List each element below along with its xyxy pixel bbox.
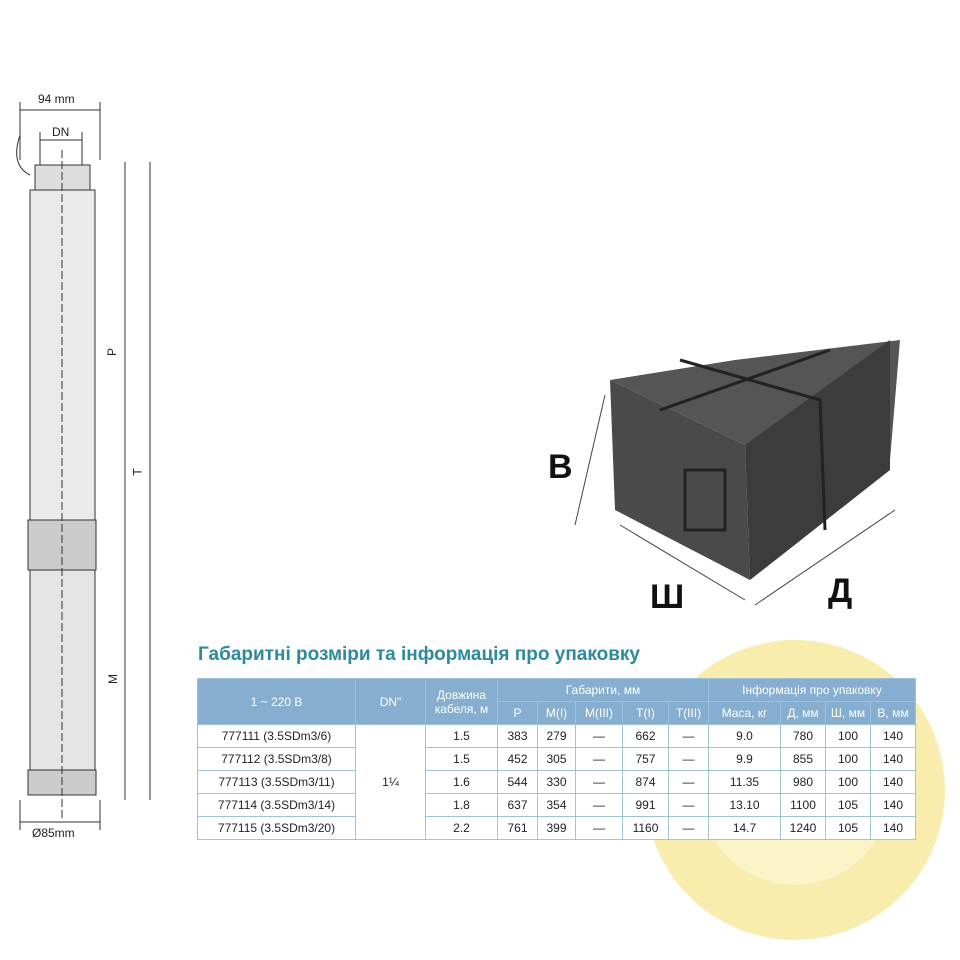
cable-cell: 2.2 bbox=[425, 816, 498, 840]
value-cell: 100 bbox=[825, 747, 871, 771]
value-cell: 279 bbox=[537, 724, 576, 748]
value-cell: 1240 bbox=[780, 816, 826, 840]
box-width-label: Ш bbox=[650, 578, 685, 616]
cable-cell: 1.6 bbox=[425, 770, 498, 794]
value-cell: 980 bbox=[780, 770, 826, 794]
value-cell: 761 bbox=[497, 816, 538, 840]
package-box-drawing bbox=[574, 340, 900, 606]
subheader: M(III) bbox=[575, 701, 623, 725]
value-cell: 354 bbox=[537, 793, 576, 817]
value-cell: 140 bbox=[870, 724, 916, 748]
value-cell: 105 bbox=[825, 793, 871, 817]
value-cell: 1160 bbox=[622, 816, 669, 840]
m-label: M bbox=[106, 674, 120, 684]
model-cell: 777114 (3.5SDm3/14) bbox=[197, 793, 356, 817]
value-cell: 874 bbox=[622, 770, 669, 794]
value-cell: — bbox=[575, 816, 623, 840]
model-cell: 777112 (3.5SDm3/8) bbox=[197, 747, 356, 771]
model-cell: 777115 (3.5SDm3/20) bbox=[197, 816, 356, 840]
value-cell: — bbox=[575, 724, 623, 748]
cable-cell: 1.5 bbox=[425, 724, 498, 748]
value-cell: — bbox=[668, 770, 709, 794]
header-model: 1 ~ 220 В bbox=[197, 678, 356, 725]
subheader: Ш, мм bbox=[825, 701, 871, 725]
value-cell: 855 bbox=[780, 747, 826, 771]
value-cell: 637 bbox=[497, 793, 538, 817]
header-cable: Довжина кабеля, м bbox=[425, 678, 498, 725]
value-cell: 9.0 bbox=[708, 724, 781, 748]
model-cell: 777113 (3.5SDm3/11) bbox=[197, 770, 356, 794]
cable-cell: 1.8 bbox=[425, 793, 498, 817]
width-label: 94 mm bbox=[38, 92, 75, 106]
box-height-label: В bbox=[548, 448, 573, 486]
value-cell: 11.35 bbox=[708, 770, 781, 794]
p-label: P bbox=[105, 347, 120, 357]
value-cell: 140 bbox=[870, 816, 916, 840]
value-cell: — bbox=[668, 724, 709, 748]
value-cell: 991 bbox=[622, 793, 669, 817]
subheader: M(I) bbox=[537, 701, 576, 725]
value-cell: 757 bbox=[622, 747, 669, 771]
value-cell: — bbox=[575, 747, 623, 771]
dn-cell: 1¼ bbox=[355, 724, 426, 840]
value-cell: 140 bbox=[870, 793, 916, 817]
model-cell: 777111 (3.5SDm3/6) bbox=[197, 724, 356, 748]
value-cell: 140 bbox=[870, 747, 916, 771]
dn-label: DN bbox=[52, 125, 70, 139]
pump-drawing bbox=[16, 102, 151, 830]
value-cell: 14.7 bbox=[708, 816, 781, 840]
specs-table: 1 ~ 220 В DN" Довжина кабеля, м Габарити… bbox=[197, 678, 916, 840]
value-cell: 452 bbox=[497, 747, 538, 771]
header-packaging: Інформація про упаковку bbox=[708, 678, 916, 702]
subheader: В, мм bbox=[870, 701, 916, 725]
subheader: T(I) bbox=[622, 701, 669, 725]
subheader: P bbox=[497, 701, 538, 725]
section-title: Габаритні розміри та інформація про упак… bbox=[198, 644, 640, 665]
subheader: Маса, кг bbox=[708, 701, 781, 725]
value-cell: 105 bbox=[825, 816, 871, 840]
box-depth-label: Д bbox=[828, 572, 853, 610]
value-cell: 140 bbox=[870, 770, 916, 794]
cable-cell: 1.5 bbox=[425, 747, 498, 771]
value-cell: 13.10 bbox=[708, 793, 781, 817]
value-cell: — bbox=[668, 747, 709, 771]
value-cell: — bbox=[575, 793, 623, 817]
value-cell: — bbox=[668, 793, 709, 817]
value-cell: 100 bbox=[825, 770, 871, 794]
value-cell: 780 bbox=[780, 724, 826, 748]
subheader: Д, мм bbox=[780, 701, 826, 725]
t-label: T bbox=[130, 468, 145, 476]
value-cell: 9.9 bbox=[708, 747, 781, 771]
value-cell: 662 bbox=[622, 724, 669, 748]
value-cell: — bbox=[575, 770, 623, 794]
value-cell: — bbox=[668, 816, 709, 840]
value-cell: 383 bbox=[497, 724, 538, 748]
value-cell: 330 bbox=[537, 770, 576, 794]
diameter-label: Ø85mm bbox=[32, 826, 75, 840]
subheader: T(III) bbox=[668, 701, 709, 725]
value-cell: 544 bbox=[497, 770, 538, 794]
header-dn: DN" bbox=[355, 678, 426, 725]
value-cell: 100 bbox=[825, 724, 871, 748]
value-cell: 1100 bbox=[780, 793, 826, 817]
header-dimensions: Габарити, мм bbox=[497, 678, 709, 702]
value-cell: 399 bbox=[537, 816, 576, 840]
value-cell: 305 bbox=[537, 747, 576, 771]
